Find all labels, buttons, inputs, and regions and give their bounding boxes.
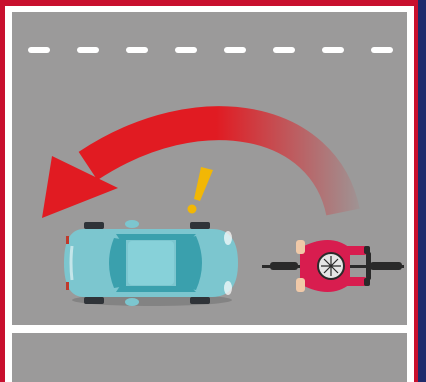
cyclist-leg (296, 240, 305, 254)
hand (364, 246, 370, 254)
tire (84, 297, 104, 304)
lane-dash (224, 47, 246, 53)
lane-dash (371, 47, 393, 53)
headlight (224, 231, 232, 245)
arrow-shaft (78, 106, 360, 217)
side-window-top (116, 234, 196, 240)
arrow-head (42, 156, 118, 218)
handlebar (366, 252, 371, 280)
headlight (224, 281, 232, 295)
u-turn-arrow-icon (42, 106, 360, 218)
helmet-vents (321, 256, 341, 276)
lane-dash (322, 47, 344, 53)
road-lower (12, 333, 407, 382)
tire (190, 222, 210, 229)
roof (128, 241, 174, 285)
lane-dash (126, 47, 148, 53)
exclamation-icon (187, 167, 213, 214)
front-wheel (370, 262, 402, 270)
taillight (66, 236, 69, 244)
tire (84, 222, 104, 229)
lane-dash (273, 47, 295, 53)
side-mirror (125, 220, 139, 228)
side-window-bottom (116, 286, 196, 292)
lane-dash (175, 47, 197, 53)
rear-window (109, 238, 126, 288)
exclamation-dot (187, 204, 197, 214)
taillight (66, 282, 69, 290)
car-icon (64, 220, 238, 306)
side-mirror (125, 298, 139, 306)
windshield (176, 236, 202, 290)
hand (364, 278, 370, 286)
lane-dash (77, 47, 99, 53)
cyclist-icon (262, 240, 404, 292)
rear-wheel (270, 262, 298, 270)
cyclist-leg (296, 278, 305, 292)
exclamation-bar (194, 167, 213, 201)
tire (190, 297, 210, 304)
lane-dash (28, 47, 50, 53)
body-highlight (69, 245, 74, 281)
lane-markings (28, 47, 393, 53)
